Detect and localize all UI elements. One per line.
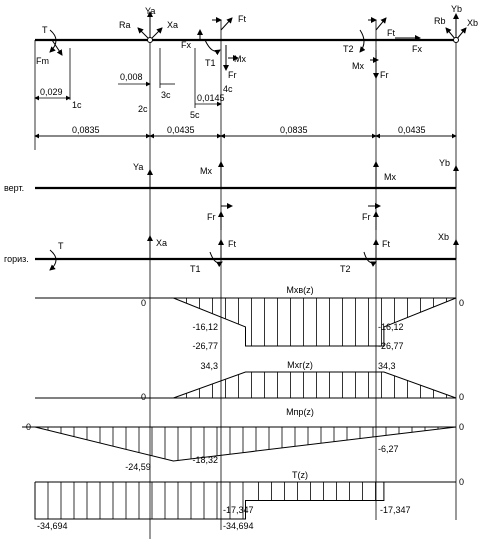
point-4c: 4c <box>223 84 233 94</box>
horizontal-plane: гориз. T Xa Fr Ft T1 Fr Ft T2 Xb <box>4 203 459 274</box>
label-Mx2: Mx <box>352 61 364 71</box>
dim-span-3: 0,0835 <box>280 125 308 135</box>
label-Ft2: Ft <box>387 28 395 38</box>
mxv-label-0a: 0 <box>141 298 146 308</box>
point-3c: 3c <box>161 90 171 100</box>
mxv-value-e: -16,12 <box>378 322 404 332</box>
torque-title: T(z) <box>292 470 308 480</box>
torque-label-0e: 0 <box>459 477 464 487</box>
label-T1: T1 <box>205 58 216 68</box>
diagram-mxv: Mxв(z) 0 -16,12 -26,77 -26,77 -16,12 0 <box>35 285 464 351</box>
label-h-Fr1: Fr <box>207 212 216 222</box>
label-horizontal: гориз. <box>4 254 29 264</box>
mpr-title: Mпр(z) <box>286 407 314 417</box>
torque-value-b: -34,694 <box>223 521 254 531</box>
label-Xb: Xb <box>467 18 478 28</box>
torque-value-a: -34,694 <box>37 521 68 531</box>
dim-span-1: 0,0835 <box>72 125 100 135</box>
label-Rb: Rb <box>434 16 446 26</box>
diagram-torque: T(z) -34,694 -34,694 -17,347 -17,347 0 <box>34 470 464 531</box>
label-h-Xb: Xb <box>438 232 449 242</box>
mxv-value-d: -26,77 <box>378 341 404 351</box>
mpr-label-0a: 0 <box>26 422 31 432</box>
dim-0008: 0,008 <box>120 72 143 82</box>
label-h-Xa: Xa <box>156 238 167 248</box>
mpr-label-0e: 0 <box>459 422 464 432</box>
mpr-curve <box>34 426 457 462</box>
label-Ya: Ya <box>145 6 155 16</box>
point-1c: 1c <box>72 100 82 110</box>
label-Fm: Fm <box>36 56 49 66</box>
mxv-curve <box>173 297 457 347</box>
mxv-title: Mxв(z) <box>286 285 313 295</box>
mxg-label-0a: 0 <box>141 392 146 402</box>
label-v-Mx2: Mx <box>384 172 396 182</box>
label-h-T1: T1 <box>190 264 201 274</box>
label-Fr1: Fr <box>228 70 237 80</box>
diagram-mxg: Mxг(z) 0 34,3 34,3 0 <box>35 360 464 402</box>
diagram-mpr: Mпр(z) 0 -24,59 -18,32 -6,27 0 <box>22 407 464 472</box>
torque-value-d: -17,347 <box>380 505 411 515</box>
label-h-T2: T2 <box>340 264 351 274</box>
label-Ft1: Ft <box>238 14 246 24</box>
vertical-plane: верт. Ya Mx Mx Yb <box>4 150 459 539</box>
dim-span-2: 0,0435 <box>167 125 195 135</box>
mxv-value-b: -16,12 <box>192 322 218 332</box>
label-h-Ft1: Ft <box>228 239 236 249</box>
mxg-label-0d: 0 <box>459 392 464 402</box>
point-5c: 5c <box>190 110 200 120</box>
mxv-label-0f: 0 <box>459 298 464 308</box>
dim-span-4: 0,0435 <box>398 125 426 135</box>
label-Xa: Xa <box>167 20 178 30</box>
torque-value-c: -17,347 <box>223 505 254 515</box>
torque-curve <box>34 482 385 520</box>
mxg-title: Mxг(z) <box>287 360 313 370</box>
label-h-Fr2: Fr <box>362 212 371 222</box>
label-Mx1: Mx <box>234 54 246 64</box>
label-v-Yb: Yb <box>439 158 450 168</box>
mpr-value-c: -18,32 <box>192 455 218 465</box>
mxg-value-c: 34,3 <box>378 361 396 371</box>
label-vertical: верт. <box>4 183 24 193</box>
dim-00145: 0,0145 <box>197 93 225 103</box>
label-Ra: Ra <box>119 20 131 30</box>
point-2c: 2c <box>138 104 148 114</box>
mpr-value-b: -24,59 <box>125 462 151 472</box>
mxg-value-b: 34,3 <box>200 361 218 371</box>
shaft-scheme: T Fm Ra Ya Xa Ft Fx T1 Mx Fr Ft T2 Fx Mx… <box>34 4 478 150</box>
label-h-Ft2: Ft <box>382 239 390 249</box>
label-v-Ya: Ya <box>133 162 143 172</box>
label-Fx1: Fx <box>181 40 191 50</box>
label-Yb: Yb <box>451 4 462 14</box>
mxv-value-c: -26,77 <box>192 341 218 351</box>
label-Fr2: Fr <box>380 70 389 80</box>
mxg-curve <box>173 371 457 399</box>
mpr-value-d: -6,27 <box>378 444 399 454</box>
dim-0029: 0,029 <box>40 87 63 97</box>
label-h-T: T <box>58 241 64 251</box>
label-T: T <box>42 25 48 35</box>
label-T2: T2 <box>343 44 354 54</box>
label-v-Mx1: Mx <box>200 166 212 176</box>
label-Fx2: Fx <box>412 44 422 54</box>
